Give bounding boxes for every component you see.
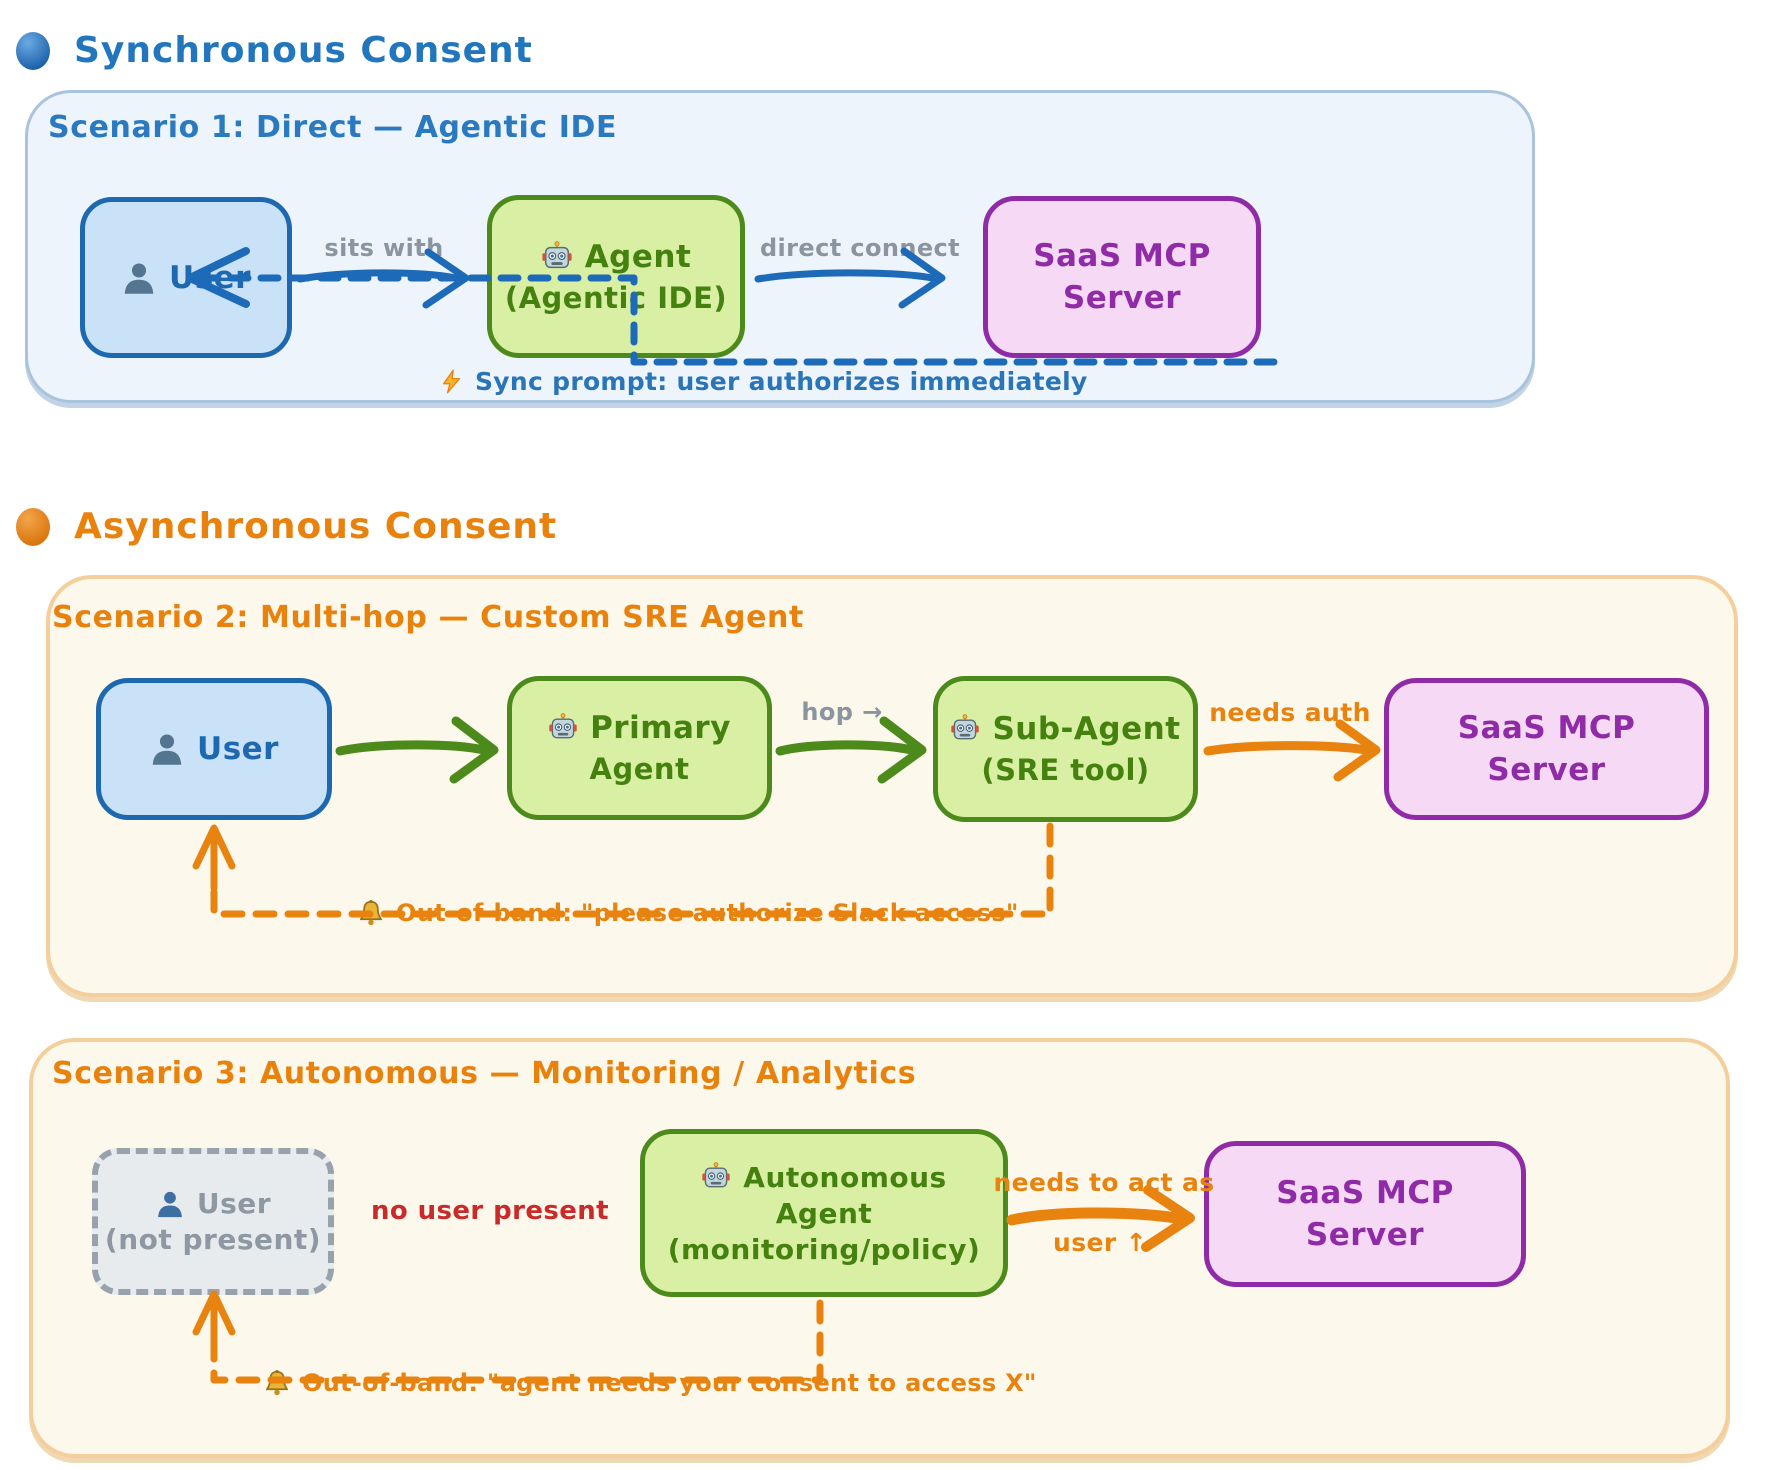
- person-icon: [155, 1189, 185, 1219]
- s3-agent-line2: Agent: [775, 1196, 873, 1230]
- sync-header-label: Synchronous Consent: [74, 30, 533, 71]
- s2-hop-label: hop →: [801, 698, 883, 726]
- lightning-icon: [438, 368, 465, 395]
- s2-server-line1: SaaS MCP: [1457, 710, 1636, 746]
- s2-needs-auth-label: needs auth: [1209, 698, 1371, 727]
- scenario2-title: Scenario 2: Multi-hop — Custom SRE Agent: [52, 600, 804, 635]
- s3-user-sublabel: (not present): [104, 1223, 322, 1256]
- robot-icon: [548, 713, 578, 743]
- async-dot-icon: [16, 507, 50, 546]
- s1-sync-note-text: Sync prompt: user authorizes immediately: [475, 367, 1088, 396]
- s3-agent-line3: (monitoring/policy): [667, 1232, 981, 1266]
- s1-sits-with-label: sits with: [324, 234, 444, 262]
- s1-sync-note: Sync prompt: user authorizes immediately: [438, 367, 1088, 396]
- async-header-label: Asynchronous Consent: [74, 506, 558, 547]
- s2-user-label: User: [197, 731, 279, 767]
- s2-out-of-band-note: Out-of-band: "please authorize Slack acc…: [356, 898, 1019, 928]
- s3-no-user-present-label: no user present: [370, 1196, 610, 1226]
- person-icon: [121, 260, 157, 296]
- s3-server-line2: Server: [1305, 1217, 1425, 1253]
- s3-server-line1: SaaS MCP: [1276, 1175, 1454, 1211]
- s3-out-of-band-text: Out-of-band: "agent needs your consent t…: [302, 1369, 1037, 1397]
- s1-server-line2: Server: [1062, 280, 1182, 316]
- async-consent-header: Asynchronous Consent: [16, 506, 557, 547]
- robot-icon: [541, 240, 573, 273]
- s1-server-line1: SaaS MCP: [1033, 238, 1211, 274]
- s3-user-label: User: [196, 1187, 272, 1220]
- s2-saas-mcp-server-node: SaaS MCP Server: [1384, 678, 1709, 820]
- s3-user-up-label: user ↑: [1052, 1228, 1148, 1257]
- person-icon: [149, 731, 185, 767]
- s3-user-not-present-node: User (not present): [92, 1148, 334, 1295]
- s1-direct-connect-label: direct connect: [759, 234, 961, 262]
- s3-autonomous-agent-node: Autonomous Agent (monitoring/policy): [640, 1129, 1008, 1297]
- bell-icon: [356, 898, 386, 928]
- s1-agent-sublabel: (Agentic IDE): [504, 280, 728, 315]
- scenario3-title: Scenario 3: Autonomous — Monitoring / An…: [52, 1056, 917, 1091]
- robot-icon: [701, 1162, 731, 1192]
- s2-primary-agent-node: Primary Agent: [507, 676, 772, 820]
- robot-icon: [950, 714, 980, 744]
- s3-agent-label: Autonomous: [743, 1160, 947, 1194]
- s3-needs-act-as-label: needs to act as: [993, 1168, 1215, 1197]
- s1-user-label: User: [169, 259, 251, 296]
- s3-saas-mcp-server-node: SaaS MCP Server: [1204, 1141, 1526, 1287]
- sync-consent-header: Synchronous Consent: [16, 30, 533, 71]
- sync-dot-icon: [16, 31, 50, 70]
- bell-icon: [262, 1368, 292, 1398]
- s1-user-node: User: [80, 197, 292, 358]
- s2-user-node: User: [96, 678, 332, 820]
- s2-primary-label: Primary: [590, 710, 731, 746]
- s2-primary-sublabel: Agent: [589, 752, 690, 786]
- s2-sub-agent-sublabel: (SRE tool): [981, 753, 1150, 787]
- s1-saas-mcp-server-node: SaaS MCP Server: [983, 196, 1261, 358]
- s2-sub-agent-node: Sub-Agent (SRE tool): [933, 676, 1198, 822]
- s2-out-of-band-text: Out-of-band: "please authorize Slack acc…: [396, 899, 1019, 927]
- s1-agent-node: Agent (Agentic IDE): [487, 195, 745, 358]
- s2-server-line2: Server: [1487, 752, 1606, 788]
- s3-out-of-band-note: Out-of-band: "agent needs your consent t…: [262, 1368, 1037, 1398]
- scenario1-title: Scenario 1: Direct — Agentic IDE: [48, 110, 618, 145]
- s1-agent-label: Agent: [584, 238, 692, 275]
- s2-sub-agent-label: Sub-Agent: [992, 711, 1181, 747]
